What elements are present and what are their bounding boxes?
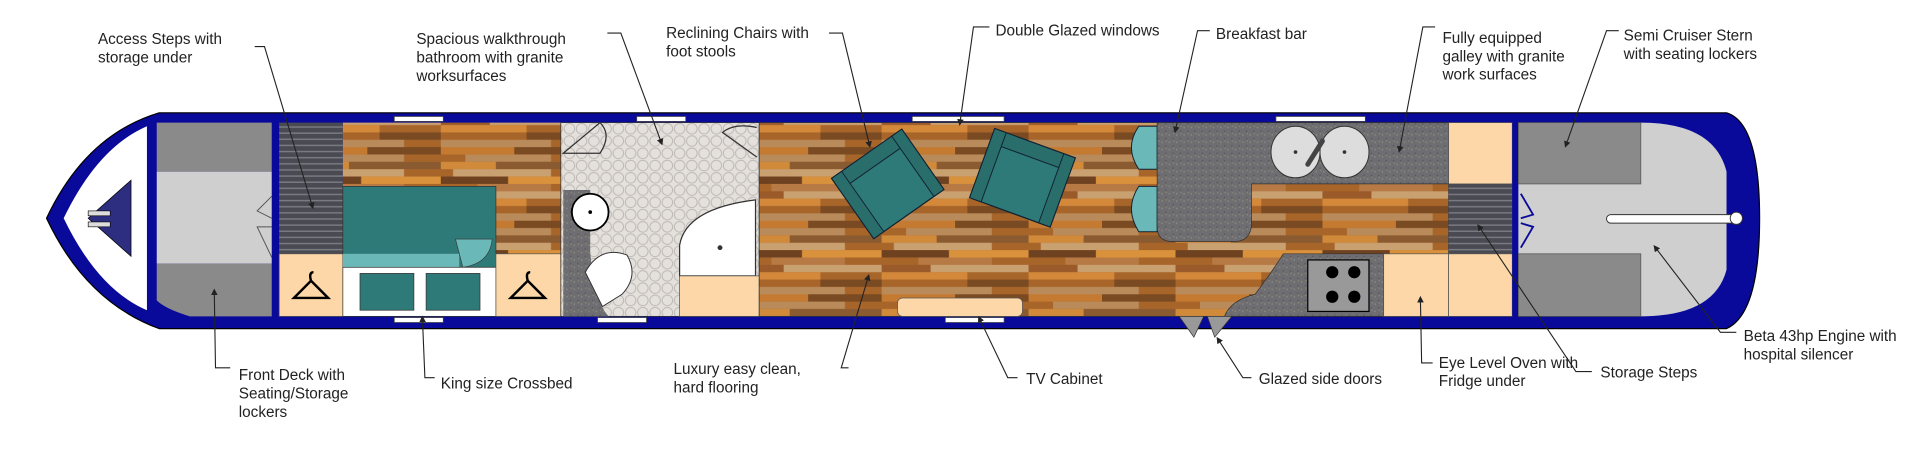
sink-icon (1270, 125, 1370, 179)
svg-text:Seating/Storage: Seating/Storage (239, 385, 349, 402)
leader-line (419, 315, 435, 379)
reclining-chair (968, 127, 1077, 228)
leader-line (978, 315, 1018, 379)
label-bed: King size Crossbed (441, 376, 573, 393)
leader-line (211, 288, 231, 369)
rear-cupboard (1448, 253, 1513, 317)
label-breakfast-bar: Breakfast bar (1216, 26, 1307, 43)
svg-text:storage under: storage under (98, 50, 192, 67)
svg-text:Fully equipped: Fully equipped (1442, 30, 1541, 47)
label-windows: Double Glazed windows (996, 23, 1160, 40)
bathroom-door (561, 121, 607, 154)
svg-text:hard flooring: hard flooring (673, 379, 758, 396)
svg-text:Eye Level Oven with: Eye Level Oven with (1439, 355, 1578, 372)
bathroom-cupboard (679, 275, 760, 317)
reclining-chair (830, 128, 945, 240)
label-bathroom: Spacious walkthrough bathroom with grani… (415, 31, 566, 85)
svg-text:galley with granite: galley with granite (1442, 48, 1564, 65)
leader-line (607, 32, 664, 146)
leader-line (1216, 336, 1252, 379)
label-engine: Beta 43hp Engine with hospital silencer (1744, 328, 1897, 363)
storage-steps (1448, 183, 1513, 254)
svg-text:foot stools: foot stools (666, 43, 736, 60)
access-steps (279, 122, 343, 254)
front-bulkhead (271, 122, 280, 317)
label-front-deck: Front Deck with Seating/Storage lockers (239, 367, 349, 421)
label-access-steps: Access Steps with storage under (98, 31, 222, 66)
svg-text:Spacious walkthrough: Spacious walkthrough (416, 31, 566, 48)
leader-line (1417, 295, 1433, 364)
label-flooring: Luxury easy clean, hard flooring (673, 361, 800, 396)
svg-text:with seating lockers: with seating lockers (1623, 46, 1758, 63)
label-stern: Semi Cruiser Stern with seating lockers (1623, 27, 1758, 62)
svg-text:bathroom with granite: bathroom with granite (416, 50, 563, 67)
label-side-doors: Glazed side doors (1259, 371, 1383, 388)
leader-line (828, 32, 872, 148)
leader-line (840, 273, 871, 369)
breakfast-bar (1156, 122, 1449, 242)
pillow (359, 273, 415, 311)
svg-text:work surfaces: work surfaces (1441, 67, 1537, 84)
pillow (425, 273, 481, 311)
tv-cabinet (897, 297, 1023, 317)
bed-sheet (342, 253, 460, 268)
leader-line (1173, 30, 1210, 134)
stern-locker (1518, 253, 1642, 317)
svg-text:Luxury easy clean,: Luxury easy clean, (673, 361, 800, 378)
label-galley: Fully equipped galley with granite work … (1441, 30, 1564, 84)
front-deck-well (156, 171, 272, 264)
bathroom-door (721, 125, 758, 158)
glazed-side-doors (1178, 315, 1233, 338)
leader-line (1653, 245, 1737, 333)
bow-cleats (87, 210, 111, 228)
svg-text:Front Deck with: Front Deck with (239, 367, 345, 384)
svg-text:Semi Cruiser Stern: Semi Cruiser Stern (1624, 27, 1753, 44)
rear-bulkhead (1512, 122, 1519, 317)
tiller-bar (1606, 214, 1740, 224)
label-oven: Eye Level Oven with Fridge under (1439, 355, 1578, 390)
leader-line (254, 46, 315, 210)
leader-line (1564, 30, 1619, 148)
wardrobe-bedroom (495, 253, 562, 317)
front-deck-locker-top (156, 122, 272, 172)
label-storage-steps: Storage Steps (1600, 365, 1697, 382)
svg-text:worksurfaces: worksurfaces (415, 68, 506, 85)
svg-text:hospital silencer: hospital silencer (1744, 346, 1854, 363)
stern-locker (1518, 122, 1642, 185)
shower-tray (678, 199, 757, 277)
svg-text:Access Steps with: Access Steps with (98, 31, 222, 48)
label-chairs: Reclining Chairs with foot stools (666, 25, 809, 60)
shower-drain (717, 245, 723, 251)
leader-line (1396, 26, 1436, 153)
svg-text:lockers: lockers (239, 404, 288, 421)
svg-text:Beta 43hp Engine with: Beta 43hp Engine with (1744, 328, 1897, 345)
bar-stool (1130, 125, 1158, 170)
rudder-post (1729, 211, 1743, 225)
toilet (584, 251, 633, 308)
wardrobe-rear (1448, 122, 1513, 185)
svg-text:Fridge under: Fridge under (1439, 373, 1526, 390)
svg-text:Reclining Chairs with: Reclining Chairs with (666, 25, 809, 42)
label-tv-cabinet: TV Cabinet (1026, 371, 1103, 388)
leader-line (1477, 224, 1592, 373)
basin-drain (588, 210, 593, 214)
wardrobe-front (278, 253, 344, 317)
bar-stool (1130, 185, 1158, 233)
bow-locker (87, 179, 132, 258)
front-doors (256, 195, 273, 258)
rear-doors (1520, 193, 1535, 249)
leader-line (957, 26, 990, 126)
hob-icon (1307, 259, 1370, 313)
eye-level-oven (1383, 253, 1449, 317)
